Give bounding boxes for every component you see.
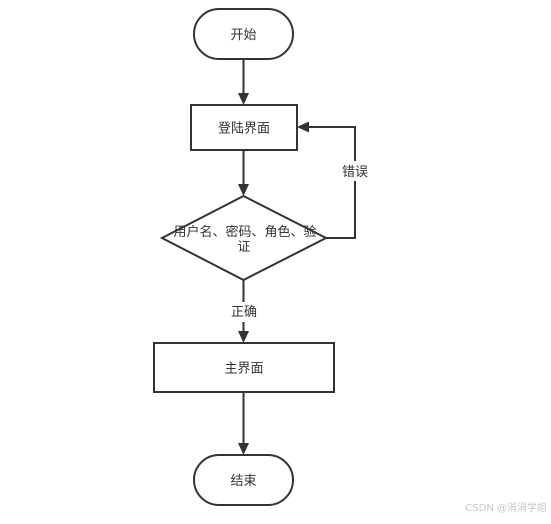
edge-correct-label: 正确 (231, 305, 257, 320)
edge-login-to-verify (238, 150, 249, 196)
edge-start-to-login (238, 59, 249, 105)
end-node: 结束 (194, 455, 293, 505)
edge-error-loop-line (307, 127, 355, 238)
arrowhead-icon (238, 331, 249, 343)
main-node-label: 主界面 (224, 362, 263, 377)
start-node-label: 开始 (230, 28, 256, 43)
end-node-label: 结束 (230, 474, 256, 489)
arrowhead-icon (238, 443, 249, 455)
verify-decision-node: 用户名、密码、角色、验 证 (162, 196, 326, 280)
main-node: 主界面 (154, 343, 334, 392)
edge-error-label: 错误 (342, 165, 368, 180)
arrowhead-icon (238, 93, 249, 105)
edge-main-to-end (238, 392, 249, 455)
watermark-text: CSDN @涓涓学姐 (465, 499, 547, 514)
login-node: 登陆界面 (191, 105, 297, 150)
start-node: 开始 (194, 9, 293, 59)
verify-decision-label-line1: 用户名、密码、角色、验 (173, 224, 316, 240)
login-node-label: 登陆界面 (218, 121, 270, 137)
verify-decision-label-line2: 证 (237, 240, 250, 255)
edge-error-loop: 错误 (297, 122, 371, 239)
arrowhead-icon (297, 122, 309, 133)
edge-correct: 正确 (227, 280, 261, 343)
arrowhead-icon (238, 184, 249, 196)
